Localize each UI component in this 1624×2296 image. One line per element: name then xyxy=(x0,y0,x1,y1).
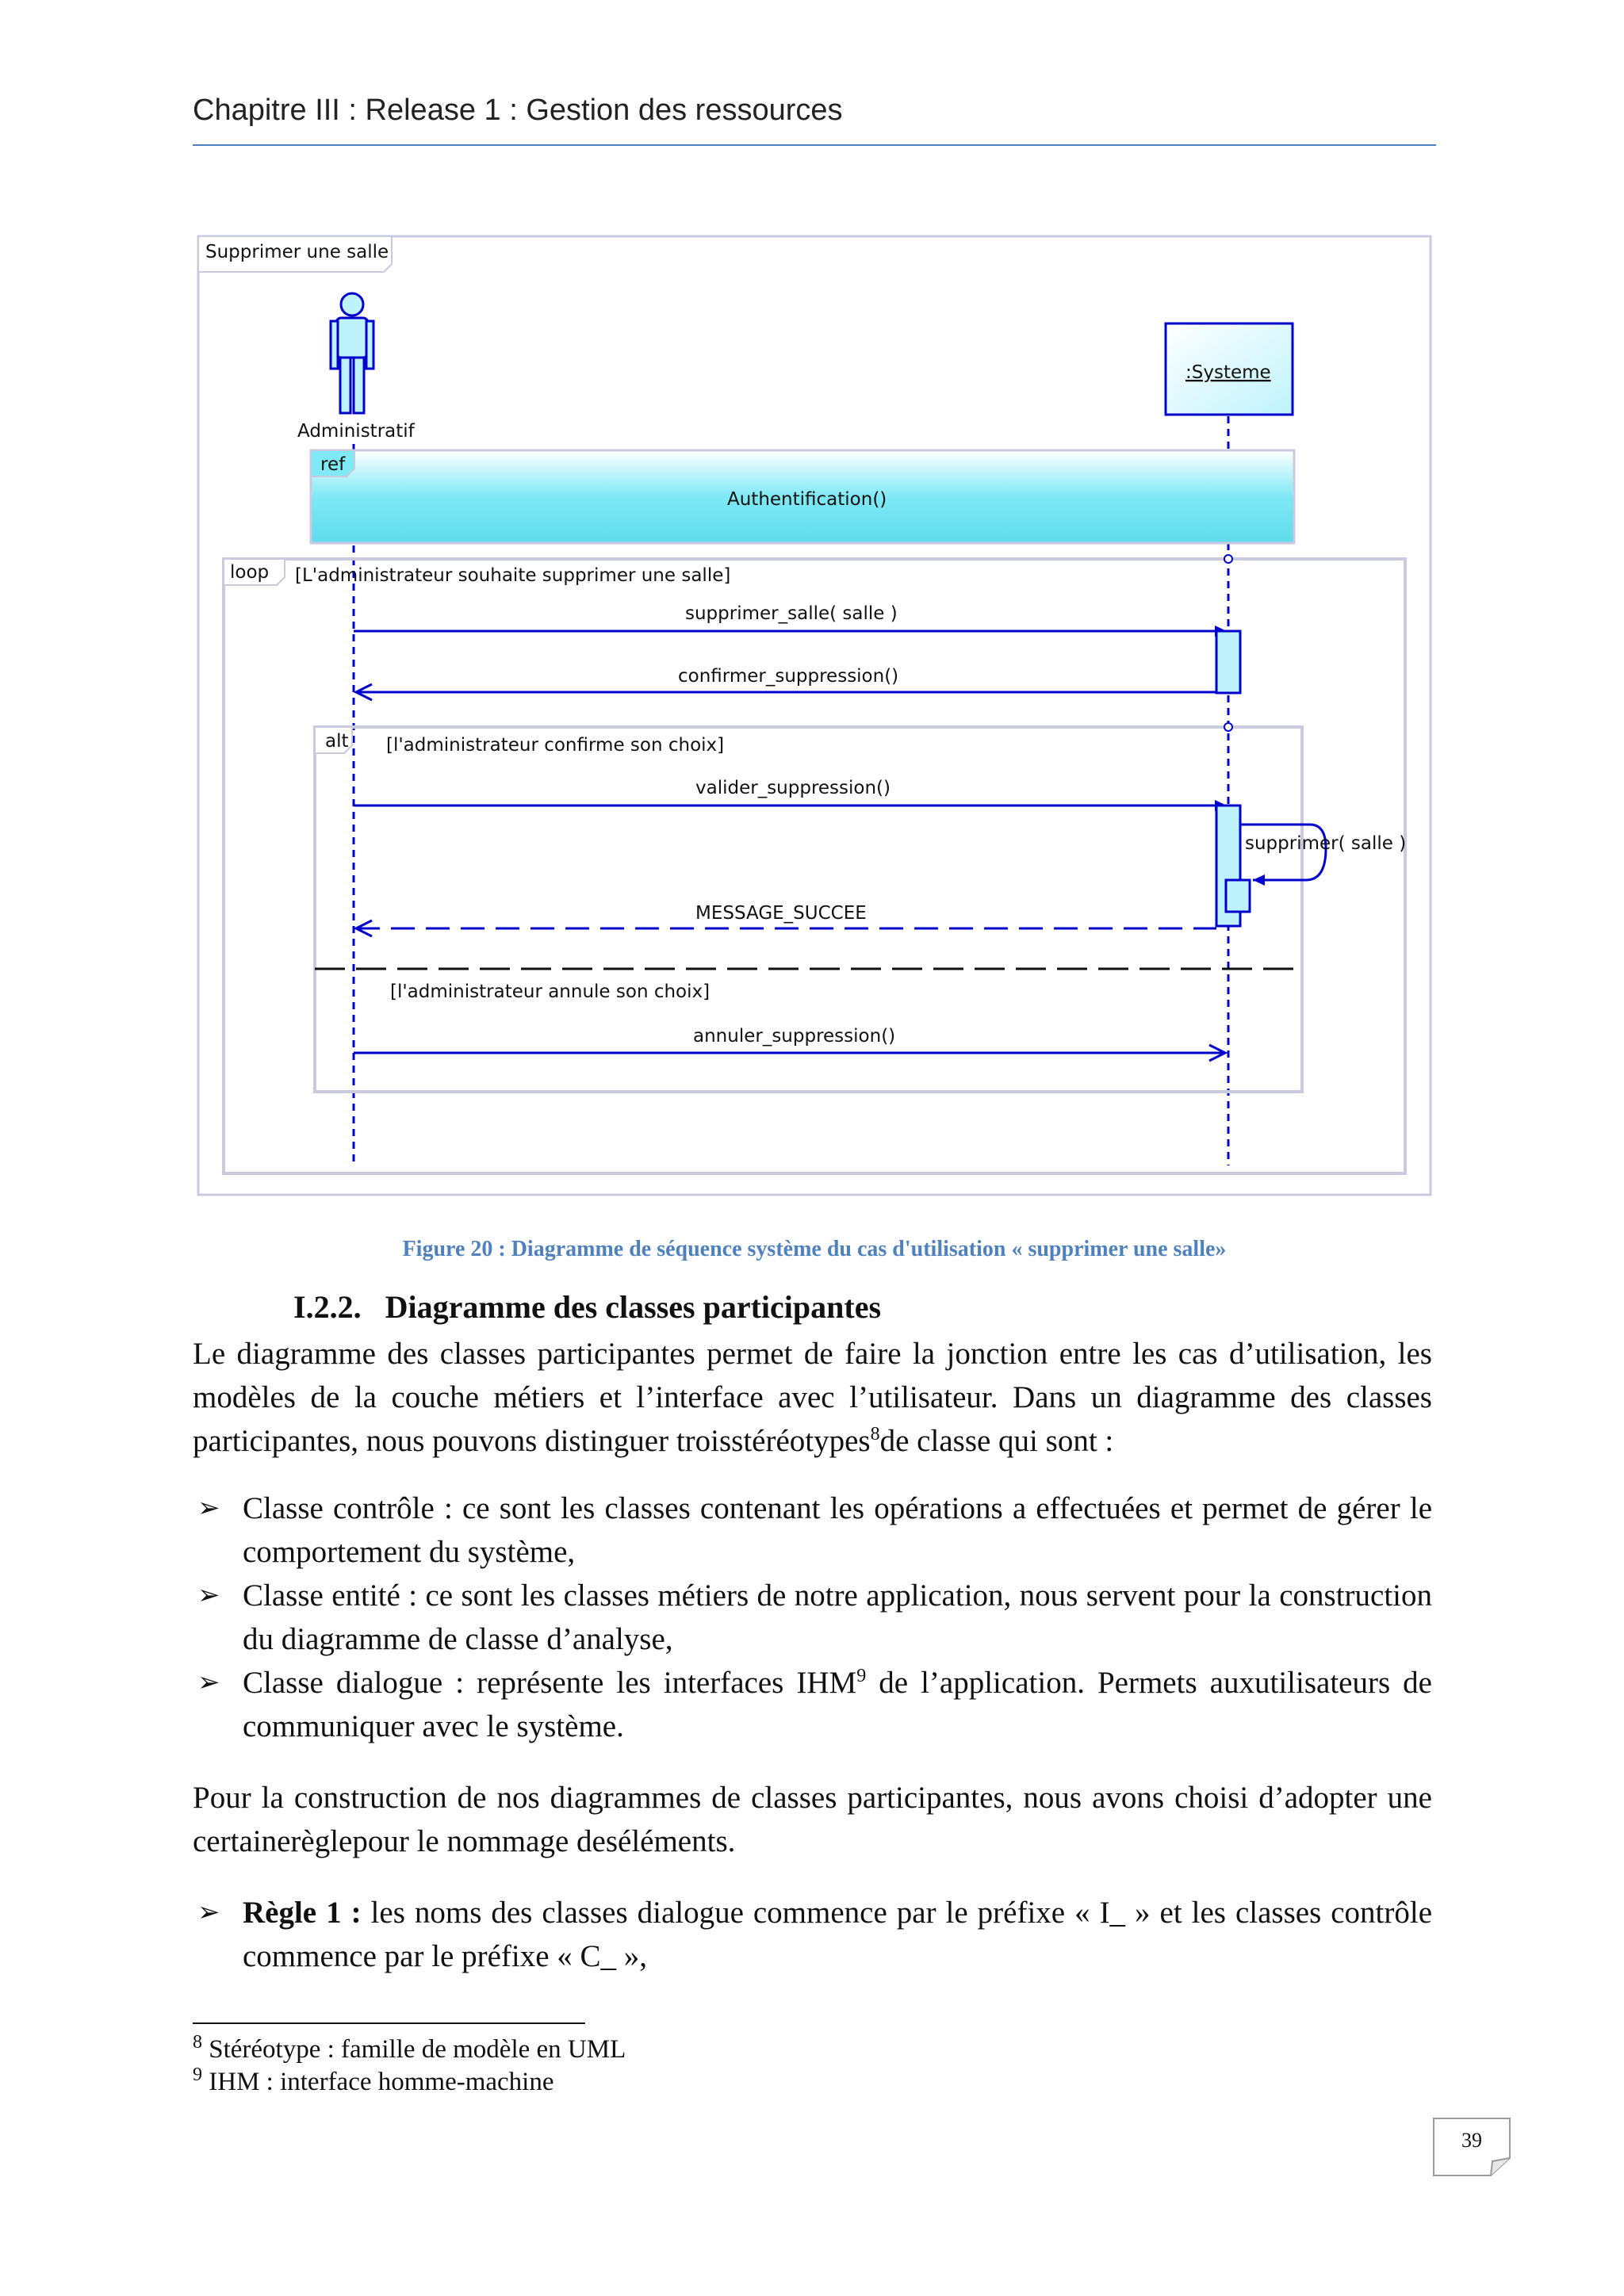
system-label: :Systeme xyxy=(1185,362,1271,383)
footnote-separator xyxy=(193,2022,585,2024)
footnote-ref-9: 9 xyxy=(856,1666,867,1686)
msg-self-label: supprimer( salle ) xyxy=(1245,833,1406,854)
footnote-text: IHM : interface homme-machine xyxy=(202,2068,554,2096)
paragraph-2: Pour la construction de nos diagrammes d… xyxy=(193,1781,1432,1858)
footnote: 9 IHM : interface homme-machine xyxy=(193,2064,626,2099)
section-number: I.2.2. xyxy=(293,1289,362,1325)
loop-fragment xyxy=(222,557,1407,1175)
paragraph-1: Le diagramme des classes participantes p… xyxy=(193,1332,1432,1463)
system-box xyxy=(1164,322,1294,416)
section-heading: I.2.2. Diagramme des classes participante… xyxy=(293,1288,881,1326)
section-title: Diagramme des classes participantes xyxy=(385,1289,882,1325)
footnote-number: 8 xyxy=(193,2032,202,2053)
rule-text: les noms des classes dialogue commence p… xyxy=(243,1896,1432,1973)
loop-anchor xyxy=(1224,554,1233,564)
footnotes: 8 Stéréotype : famille de modèle en UML … xyxy=(193,2032,626,2099)
alt-guard-2: [l'administrateur annule son choix] xyxy=(390,982,710,1002)
footnote-text: Stéréotype : famille de modèle en UML xyxy=(202,2035,626,2064)
alt-tag-box xyxy=(314,726,353,754)
footnote-ref-8: 8 xyxy=(870,1424,880,1445)
actor-label: Administratif xyxy=(297,421,416,442)
activation-bar-1 xyxy=(1215,629,1242,695)
ref-tag-box xyxy=(310,450,355,477)
msg-annuler-head xyxy=(1208,1043,1228,1062)
actor-icon xyxy=(329,292,375,415)
loop-tag: loop xyxy=(230,562,269,583)
msg-succes-label: MESSAGE_SUCCEE xyxy=(695,903,867,924)
loop-tag-box xyxy=(223,558,285,586)
list-item: ➢ Règle 1 : les noms des classes dialogue… xyxy=(193,1891,1432,1978)
msg-confirmer-head xyxy=(353,683,373,702)
list-item-text: Classe contrôle : ce sont les classes co… xyxy=(243,1491,1432,1569)
list-item-text: Classe dialogue : représente les interfa… xyxy=(243,1666,857,1700)
arrow-bullet-icon: ➢ xyxy=(197,1579,220,1611)
ref-fragment xyxy=(309,449,1296,545)
msg-valider-label: valider_suppression() xyxy=(695,778,891,798)
page-number: 39 xyxy=(1461,2129,1482,2152)
frame-title: Supprimer une salle xyxy=(205,242,389,262)
ref-tag: ref xyxy=(320,454,346,475)
paragraph-1-text: Le diagramme des classes participantes p… xyxy=(193,1337,1432,1458)
alt-guard-1: [l'administrateur confirme son choix] xyxy=(386,735,724,756)
list-item-text-end: de l’application. Permets auxutilisateur… xyxy=(243,1666,1432,1743)
msg-succes-head xyxy=(353,919,373,938)
header-rule xyxy=(193,144,1436,146)
arrow-bullet-icon: ➢ xyxy=(197,1896,220,1928)
footnote-number: 9 xyxy=(193,2064,202,2085)
loop-guard: [L'administrateur souhaite supprimer une… xyxy=(295,565,730,586)
arrow-bullet-icon: ➢ xyxy=(197,1492,220,1524)
stereotype-list: ➢ Classe contrôle : ce sont les classes c… xyxy=(193,1487,1432,1748)
msg-self-head xyxy=(1253,874,1265,886)
footnote: 8 Stéréotype : famille de modèle en UML xyxy=(193,2032,626,2066)
arrow-bullet-icon: ➢ xyxy=(197,1667,220,1698)
msg-annuler-label: annuler_suppression() xyxy=(693,1026,895,1047)
msg-supprimer-label: supprimer_salle( salle ) xyxy=(685,603,898,624)
alt-fragment xyxy=(313,725,1304,1093)
list-item: ➢ Classe contrôle : ce sont les classes c… xyxy=(193,1487,1432,1574)
list-item-text: Classe entité : ce sont les classes méti… xyxy=(243,1578,1432,1656)
msg-self-arrow xyxy=(1240,823,1327,882)
rule-label: Règle 1 : xyxy=(243,1896,362,1930)
figure-caption: Figure 20 : Diagramme de séquence systèm… xyxy=(402,1237,1227,1261)
ref-label: Authentification() xyxy=(727,489,887,510)
activation-bar-self xyxy=(1224,878,1251,913)
page-number-box: 39 xyxy=(1433,2118,1511,2176)
list-item: ➢ Classe dialogue : représente les interf… xyxy=(193,1661,1432,1748)
frame-title-tab xyxy=(197,235,393,273)
msg-confirmer-label: confirmer_suppression() xyxy=(678,666,898,687)
paragraph-1-end: de classe qui sont : xyxy=(879,1424,1114,1458)
alt-anchor xyxy=(1224,722,1233,732)
sequence-diagram: Supprimer une salle Administratif :Syste… xyxy=(197,235,1432,1196)
alt-tag: alt xyxy=(325,731,349,752)
page-header: Chapitre III : Release 1 : Gestion des r… xyxy=(193,94,843,127)
list-item: ➢ Classe entité : ce sont les classes mét… xyxy=(193,1574,1432,1661)
rules-list: ➢ Règle 1 : les noms des classes dialogue… xyxy=(193,1891,1432,1978)
